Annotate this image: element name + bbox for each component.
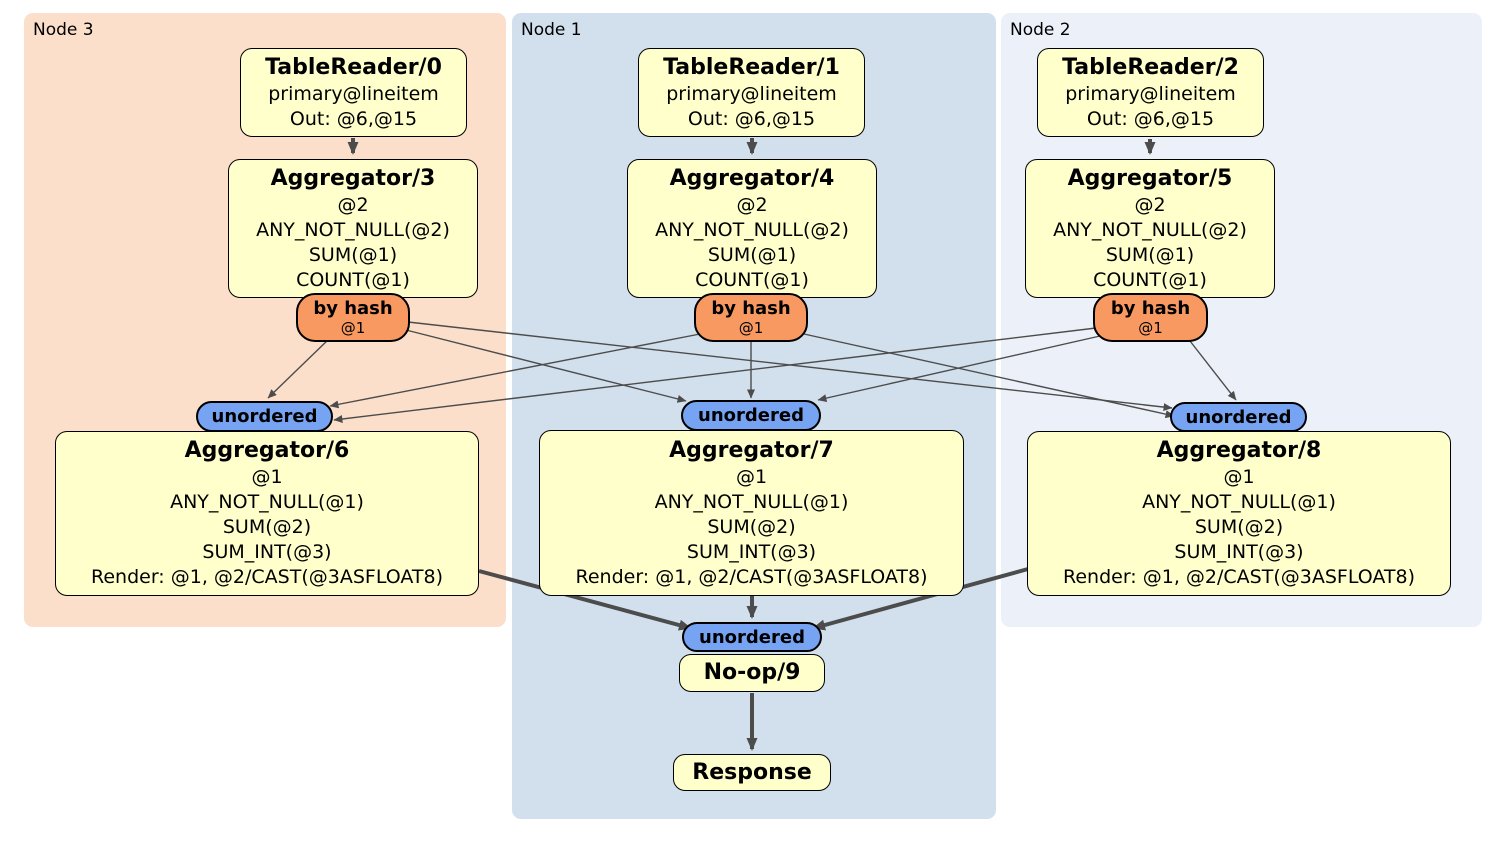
processor-detail: primary@lineitem: [1065, 82, 1236, 105]
processor-detail: Render: @1, @2/CAST(@3ASFLOAT8): [1063, 566, 1415, 588]
processor-detail: @1: [1223, 466, 1255, 488]
processor-aggregator-8: Aggregator/8 @1 ANY_NOT_NULL(@1) SUM(@2)…: [1027, 431, 1451, 596]
processor-aggregator-3: Aggregator/3 @2 ANY_NOT_NULL(@2) SUM(@1)…: [228, 159, 478, 298]
processor-detail: SUM(@1): [308, 243, 398, 266]
sync-unordered-8: unordered: [1170, 402, 1307, 432]
response-node: Response: [673, 754, 831, 791]
processor-detail: @2: [736, 193, 768, 216]
sync-unordered-final: unordered: [682, 622, 822, 652]
processor-aggregator-7: Aggregator/7 @1 ANY_NOT_NULL(@1) SUM(@2)…: [539, 430, 964, 596]
processor-detail: Render: @1, @2/CAST(@3ASFLOAT8): [91, 566, 443, 588]
edge-router3-to-sync7: [405, 329, 687, 403]
router-by-hash-3: by hash @1: [296, 293, 410, 342]
processor-detail: ANY_NOT_NULL(@2): [1053, 218, 1247, 241]
processor-detail: Out: @6,@15: [289, 107, 418, 130]
processor-detail: SUM(@2): [1194, 516, 1284, 538]
processor-title: Aggregator/7: [669, 437, 834, 463]
processor-detail: primary@lineitem: [268, 82, 439, 105]
processor-aggregator-4: Aggregator/4 @2 ANY_NOT_NULL(@2) SUM(@1)…: [627, 159, 877, 298]
region-label-node-1: Node 1: [521, 20, 582, 40]
processor-aggregator-5: Aggregator/5 @2 ANY_NOT_NULL(@2) SUM(@1)…: [1025, 159, 1275, 298]
processor-detail: ANY_NOT_NULL(@1): [654, 490, 849, 513]
sync-label: unordered: [211, 406, 318, 427]
processor-detail: SUM_INT(@3): [686, 540, 817, 563]
processor-detail: @2: [1134, 193, 1166, 216]
processor-detail: SUM_INT(@3): [1174, 541, 1304, 563]
processor-title: Aggregator/5: [1067, 165, 1233, 191]
processor-detail: COUNT(@1): [695, 268, 809, 291]
processor-detail: @1: [735, 465, 768, 488]
region-label-node-2: Node 2: [1010, 20, 1071, 40]
processor-detail: Render: @1, @2/CAST(@3ASFLOAT8): [575, 565, 928, 588]
edge-router4-to-sync8: [803, 333, 1175, 419]
processor-detail: COUNT(@1): [1093, 268, 1207, 291]
region-label-node-3: Node 3: [33, 20, 94, 40]
processor-detail: COUNT(@1): [296, 268, 410, 291]
processor-aggregator-6: Aggregator/6 @1 ANY_NOT_NULL(@1) SUM(@2)…: [55, 431, 479, 596]
edge-router3-to-sync6: [267, 337, 331, 399]
edge-router5-to-sync8: [1189, 340, 1237, 401]
processor-title: TableReader/0: [265, 54, 442, 80]
edge-agg6-to-final-sync: [478, 569, 692, 631]
router-columns: @1: [1138, 319, 1163, 337]
edge-agg8-to-final-sync: [812, 567, 1029, 631]
processor-detail: ANY_NOT_NULL(@2): [655, 218, 849, 241]
edge-router5-to-sync6: [333, 327, 1097, 423]
processor-title: No-op/9: [703, 660, 801, 685]
processor-detail: SUM(@1): [1105, 243, 1195, 266]
processor-detail: ANY_NOT_NULL(@2): [256, 218, 450, 241]
processor-tablereader-1: TableReader/1 primary@lineitem Out: @6,@…: [638, 48, 865, 137]
processor-title: Aggregator/8: [1156, 438, 1322, 463]
router-label: by hash: [711, 298, 791, 319]
router-by-hash-5: by hash @1: [1093, 293, 1208, 342]
processor-detail: Out: @6,@15: [1086, 107, 1215, 130]
processor-title: Aggregator/3: [270, 165, 436, 191]
processor-title: Response: [692, 759, 812, 785]
processor-noop-9: No-op/9: [679, 654, 825, 692]
processor-title: TableReader/1: [663, 54, 840, 80]
processor-detail: @1: [251, 466, 283, 488]
edge-router5-to-sync7: [817, 335, 1101, 403]
processor-detail: @2: [337, 193, 369, 216]
processor-title: Aggregator/6: [184, 438, 350, 463]
processor-title: Aggregator/4: [669, 165, 835, 191]
sync-label: unordered: [1185, 406, 1292, 428]
router-by-hash-4: by hash @1: [694, 293, 808, 342]
processor-detail: primary@lineitem: [666, 82, 837, 105]
sync-unordered-7: unordered: [681, 400, 821, 431]
sync-label: unordered: [699, 626, 805, 648]
router-label: by hash: [313, 298, 393, 319]
processor-detail: ANY_NOT_NULL(@1): [1142, 491, 1336, 513]
processor-tablereader-0: TableReader/0 primary@lineitem Out: @6,@…: [240, 48, 467, 137]
router-label: by hash: [1110, 298, 1191, 319]
processor-detail: ANY_NOT_NULL(@1): [170, 491, 364, 513]
processor-title: TableReader/2: [1062, 54, 1239, 80]
processor-detail: SUM_INT(@3): [202, 541, 332, 563]
processor-detail: SUM(@2): [222, 516, 312, 538]
processor-detail: SUM(@1): [707, 243, 797, 266]
edge-router4-to-sync6: [329, 333, 701, 409]
router-columns: @1: [340, 319, 366, 337]
sync-label: unordered: [698, 405, 804, 426]
processor-detail: Out: @6,@15: [687, 107, 816, 130]
processor-tablereader-2: TableReader/2 primary@lineitem Out: @6,@…: [1037, 48, 1264, 137]
router-columns: @1: [738, 319, 764, 337]
processor-detail: SUM(@2): [707, 515, 796, 538]
sync-unordered-6: unordered: [196, 401, 333, 432]
